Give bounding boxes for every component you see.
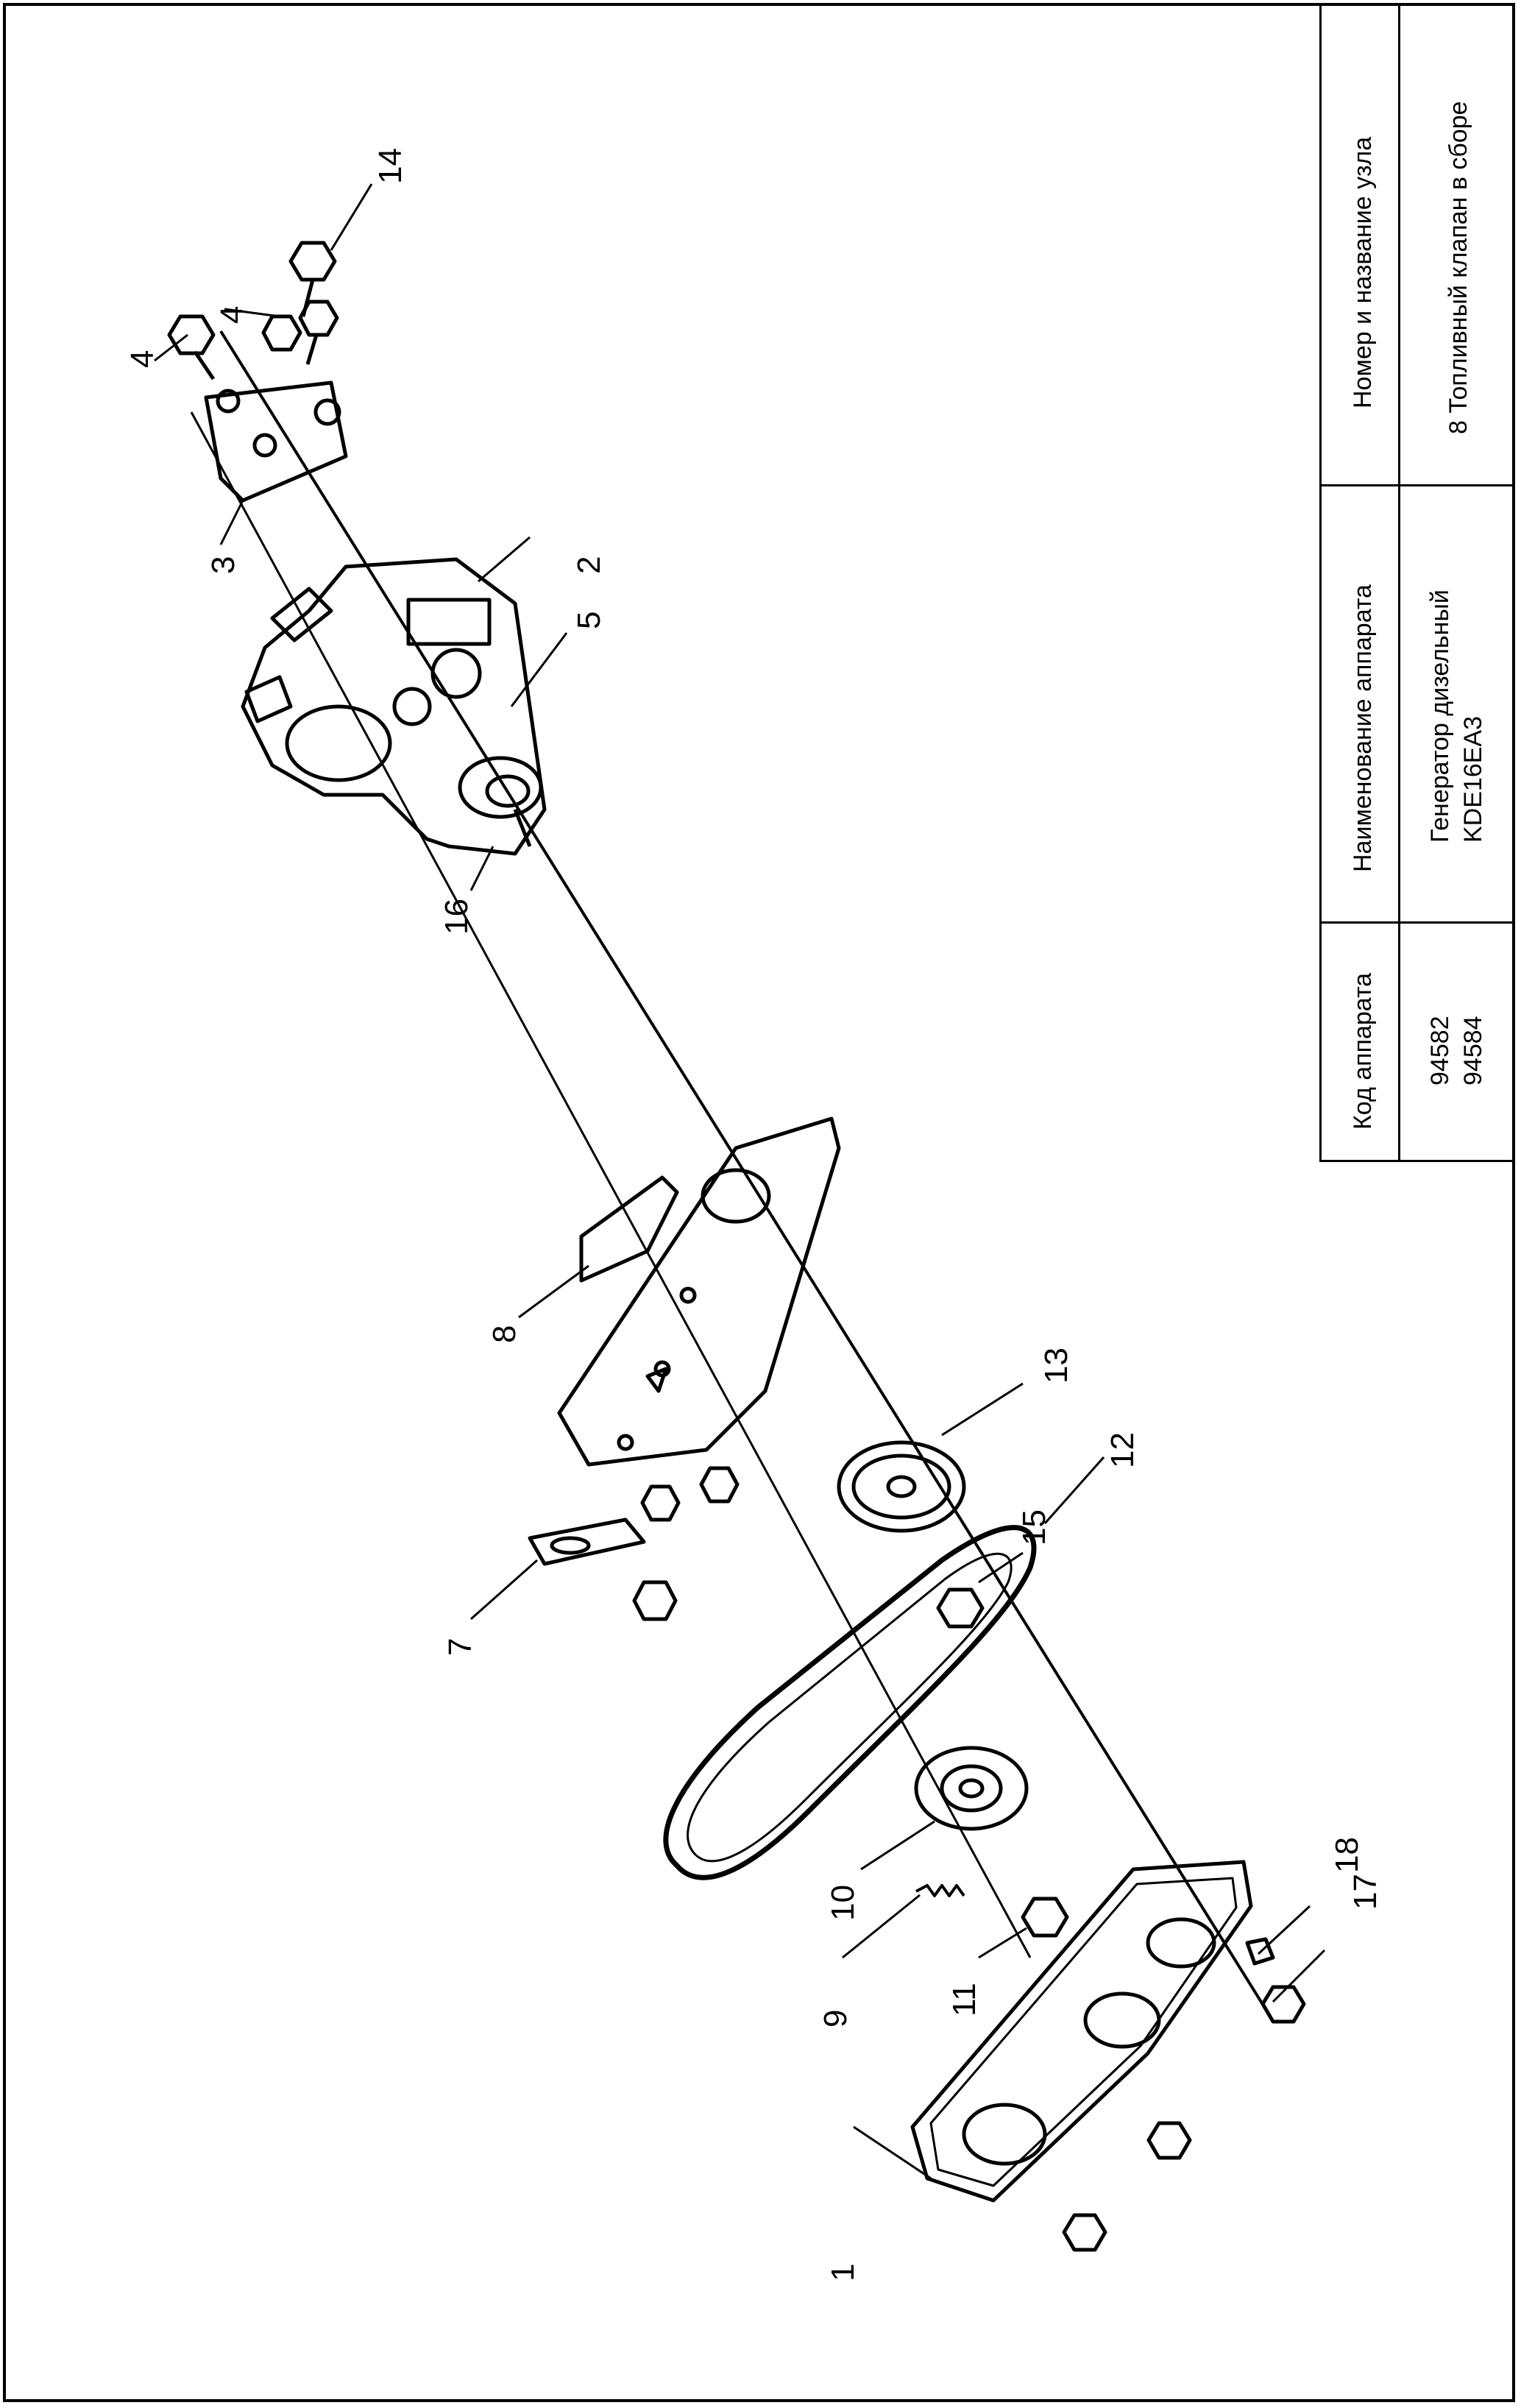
secondary-axis-line (190, 411, 1032, 1958)
title-block-divider-1 (1319, 484, 1514, 486)
callout-18: 18 (1329, 1837, 1365, 1873)
leader-lines (154, 183, 1326, 2180)
title-block-border-left (1319, 4, 1322, 1161)
part-bolt-17 (1261, 1985, 1306, 2024)
callout-17: 17 (1347, 1874, 1383, 1910)
part-pump-body-2 (241, 557, 547, 856)
callout-3: 3 (205, 556, 241, 574)
part-plate-8 (557, 1116, 841, 1467)
callout-9: 9 (818, 2010, 854, 2028)
part-bolt-cover-mid (1146, 2121, 1192, 2160)
callout-4a: 4 (124, 350, 160, 368)
callout-15: 15 (1016, 1509, 1052, 1545)
callout-4b: 4 (214, 306, 250, 324)
callout-5: 5 (571, 612, 607, 629)
callout-7: 7 (442, 1638, 478, 1656)
part-nut-15 (936, 1587, 985, 1629)
callout-2: 2 (571, 556, 607, 574)
callout-11: 11 (946, 1983, 982, 2016)
callout-10: 10 (825, 1885, 861, 1921)
part-spring-9 (915, 1884, 965, 1897)
callout-1: 1 (825, 2264, 861, 2281)
callout-8: 8 (486, 1325, 522, 1343)
part-cover-1 (910, 1860, 1253, 2203)
part-gear-13 (837, 1440, 966, 1533)
part-belt-12 (663, 1525, 1037, 1880)
callout-16: 16 (439, 899, 475, 935)
title-block-divider-header (1398, 4, 1400, 1161)
part-bolts-4 (167, 300, 339, 380)
title-block-bottom (1319, 1160, 1514, 1162)
part-bracket-3 (204, 380, 348, 503)
part-pulley-10 (914, 1746, 1029, 1831)
part-washer-18 (1245, 1937, 1275, 1966)
part-bolt-11 (1021, 1897, 1069, 1938)
callout-12: 12 (1105, 1432, 1141, 1468)
callout-labels: 1 2 3 4 4 5 7 8 9 10 11 12 13 14 15 16 1… (124, 148, 1383, 2281)
callout-13: 13 (1038, 1348, 1074, 1384)
outer-frame (3, 3, 1515, 2402)
title-block-divider-2 (1319, 921, 1514, 924)
part-bolt-cover-bottom (1062, 2213, 1107, 2252)
part-bracket-7 (528, 1466, 740, 1621)
callout-14: 14 (372, 148, 408, 184)
